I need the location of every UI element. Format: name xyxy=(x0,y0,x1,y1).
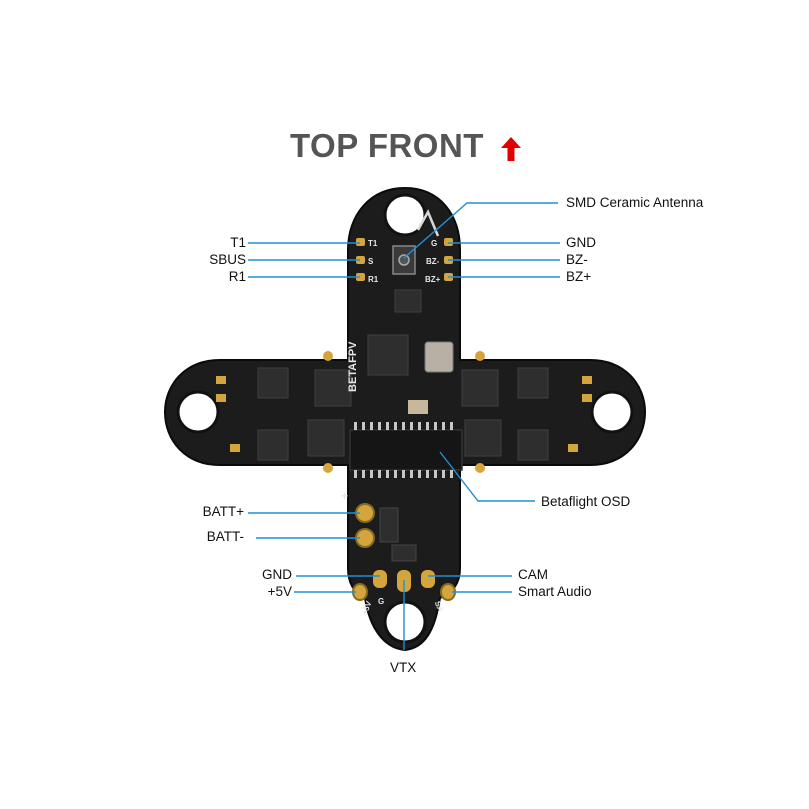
silk-bz-minus: BZ- xyxy=(426,257,440,266)
label-batt-minus: BATT- xyxy=(206,529,244,544)
label-sbus: SBUS xyxy=(209,252,246,267)
label-vtx: VTX xyxy=(390,660,417,675)
silk-g-bottom: G xyxy=(378,597,384,606)
label-plus5v: +5V xyxy=(267,584,292,599)
label-gnd-left: GND xyxy=(262,567,292,582)
label-cam: CAM xyxy=(518,567,548,582)
label-smd-ceramic-antenna: SMD Ceramic Antenna xyxy=(566,195,704,210)
label-bz-minus: BZ- xyxy=(566,252,588,267)
pcb-board xyxy=(163,186,647,652)
osd-chip xyxy=(349,429,463,471)
silk-t1: T1 xyxy=(368,239,378,248)
label-r1: R1 xyxy=(228,269,246,284)
label-betaflight-osd: Betaflight OSD xyxy=(541,494,631,509)
title-text: TOP FRONT xyxy=(290,127,484,164)
mount-hole-left xyxy=(176,390,220,434)
up-arrow-icon xyxy=(501,137,521,161)
label-t1: T1 xyxy=(230,235,246,250)
silk-plus: + xyxy=(341,489,348,503)
mount-hole-bottom xyxy=(383,600,427,644)
silk-r1: R1 xyxy=(368,275,379,284)
mount-hole-right xyxy=(590,390,634,434)
page-title: TOP FRONT xyxy=(290,127,484,165)
silk-bz-plus: BZ+ xyxy=(425,275,441,284)
silk-s: S xyxy=(368,257,374,266)
label-bz-plus: BZ+ xyxy=(566,269,592,284)
silk-g-top: G xyxy=(431,239,437,248)
label-batt-plus: BATT+ xyxy=(202,504,244,519)
label-gnd-right: GND xyxy=(566,235,596,250)
label-smart-audio: Smart Audio xyxy=(518,584,592,599)
brand-silk: BETAFPV xyxy=(347,341,359,392)
silk-sa: SA xyxy=(433,600,445,614)
